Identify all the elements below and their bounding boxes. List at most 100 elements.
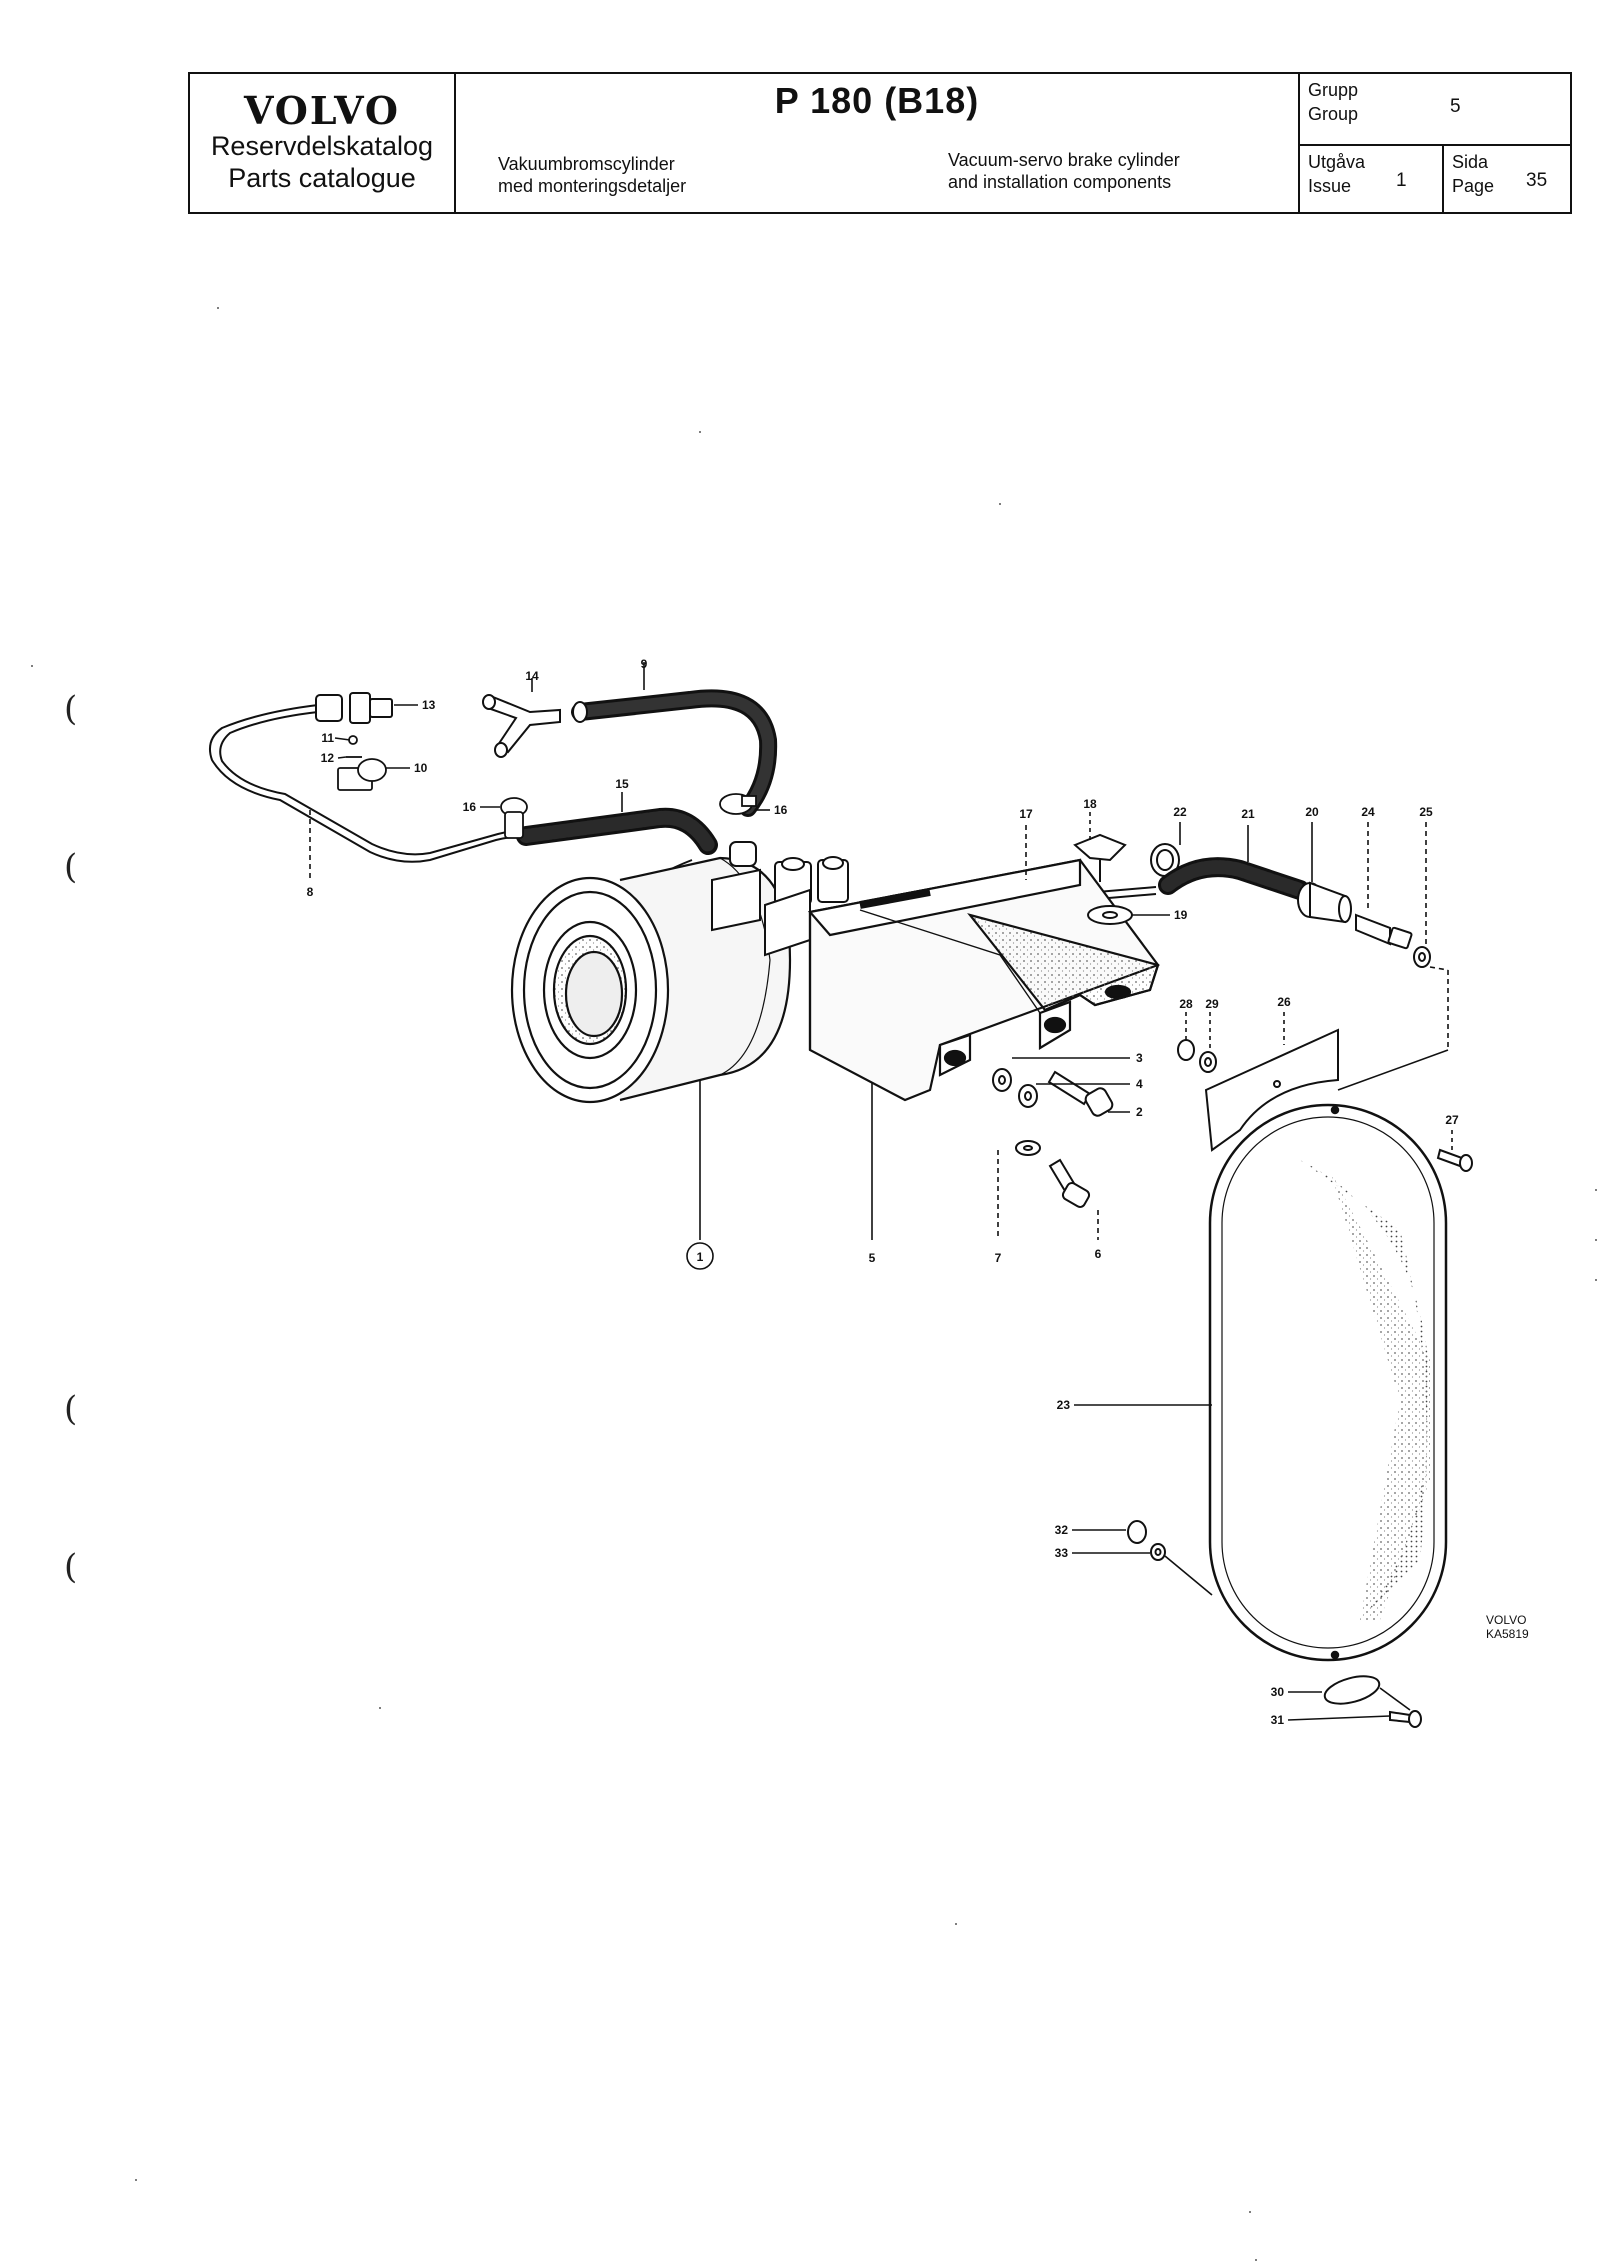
drawing-reference: VOLVO KA5819 <box>1486 1613 1529 1641</box>
issue-value: 1 <box>1396 170 1407 191</box>
callout-2: 2 <box>1136 1105 1143 1119</box>
washer-33 <box>1150 1543 1166 1561</box>
callout-10: 10 <box>414 761 428 775</box>
leader-lines <box>309 662 1453 1721</box>
callout-9: 9 <box>641 657 648 671</box>
callout-11: 11 <box>321 731 334 745</box>
group-label-en: Group <box>1308 104 1359 124</box>
callout-25: 25 <box>1419 805 1433 819</box>
bracket-5 <box>807 858 1160 1102</box>
issue-label-sv: Utgåva <box>1308 152 1366 172</box>
callout-12: 12 <box>321 751 335 765</box>
nut-28 <box>1177 1039 1195 1061</box>
callout-27: 27 <box>1445 1113 1459 1127</box>
scan-specks <box>31 307 1597 2261</box>
callout-23: 23 <box>1057 1398 1071 1412</box>
clamp-22 <box>1150 843 1180 877</box>
group-cell: Grupp Group 5 <box>1300 74 1570 146</box>
group-value: 5 <box>1450 96 1461 117</box>
y-connector-14 <box>482 694 561 758</box>
hose-15 <box>516 807 718 855</box>
callout-19: 19 <box>1174 908 1188 922</box>
washer-4 <box>1018 1084 1038 1108</box>
hose-9 <box>571 689 778 817</box>
issue-label-en: Issue <box>1308 176 1352 196</box>
callout-26: 26 <box>1277 995 1291 1009</box>
page-cell: Sida Page 35 <box>1444 146 1570 212</box>
callout-29: 29 <box>1205 997 1219 1011</box>
issue-page-row: Utgåva Issue 1 Sida Page 35 <box>1300 146 1570 212</box>
page-label-sv: Sida <box>1452 152 1489 172</box>
callout-33: 33 <box>1055 1546 1069 1560</box>
vacuum-line-8 <box>209 704 539 863</box>
catalog-title-en: Parts catalogue <box>228 163 416 193</box>
model-title: P 180 (B18) <box>774 80 980 121</box>
callout-28: 28 <box>1179 997 1193 1011</box>
screw-31 <box>1389 1710 1422 1728</box>
clip-18 <box>1073 833 1127 882</box>
header-block: VOLVO Reservdelskatalog Parts catalogue … <box>188 72 1572 214</box>
description-en-line2: and installation components <box>948 171 1172 192</box>
washer-29 <box>1199 1051 1217 1073</box>
callout-14: 14 <box>525 669 539 683</box>
vacuum-tank-23 <box>1208 1103 1448 1662</box>
callout-16b: 16 <box>774 803 788 817</box>
nut-32 <box>1127 1520 1147 1544</box>
brand-cell: VOLVO Reservdelskatalog Parts catalogue <box>190 74 456 212</box>
washer-3 <box>992 1068 1012 1092</box>
svg-text:(: ( <box>64 847 77 887</box>
washer-19 <box>1087 905 1133 925</box>
group-label-sv: Grupp <box>1308 80 1359 100</box>
callout-15: 15 <box>615 777 629 791</box>
callout-7: 7 <box>995 1251 1002 1265</box>
connector-13 <box>315 692 393 724</box>
bracket-26 <box>1204 1028 1339 1152</box>
reference-brand: VOLVO <box>1486 1613 1526 1627</box>
bolt-6 <box>1048 1158 1091 1208</box>
valve-20 <box>1297 881 1352 924</box>
callout-21: 21 <box>1241 807 1255 821</box>
callout-32: 32 <box>1055 1523 1069 1537</box>
callout-3: 3 <box>1136 1051 1143 1065</box>
washer-25 <box>1413 946 1431 968</box>
svg-text:(: ( <box>64 1547 77 1587</box>
hose-clamp-16a <box>500 797 528 839</box>
callout-24: 24 <box>1361 805 1375 819</box>
callout-30: 30 <box>1271 1685 1285 1699</box>
callout-13: 13 <box>422 698 436 712</box>
reference-code: KA5819 <box>1486 1627 1529 1641</box>
bolt-2 <box>1047 1070 1114 1117</box>
screw-27 <box>1436 1148 1473 1172</box>
strap-30 <box>1323 1675 1381 1705</box>
title-cell: P 180 (B18) Vakuumbromscylinder med mont… <box>456 74 1300 212</box>
nipple-24 <box>1355 913 1413 950</box>
hose-21 <box>1158 857 1310 900</box>
description-sv-line1: Vakuumbromscylinder <box>498 154 675 174</box>
description-sv-line2: med monteringsdetaljer <box>498 175 687 196</box>
callout-4: 4 <box>1136 1077 1143 1091</box>
binder-marks: ( ( ( ( <box>64 689 77 1587</box>
callout-31: 31 <box>1271 1713 1285 1727</box>
description-en: Vacuum-servo brake cylinder and installa… <box>948 150 1180 193</box>
svg-text:(: ( <box>64 689 77 729</box>
callout-8: 8 <box>307 885 314 899</box>
meta-cell: Grupp Group 5 Utgåva Issue 1 Sida Page 3… <box>1300 74 1570 212</box>
part-number-labels: 1 2 3 4 5 6 7 8 9 10 11 12 13 14 15 16 1… <box>307 657 1459 1727</box>
clip-10-12 <box>337 735 387 791</box>
page-value: 35 <box>1526 170 1548 191</box>
callout-18: 18 <box>1083 797 1097 811</box>
callout-17: 17 <box>1019 807 1033 821</box>
callout-1: 1 <box>697 1250 704 1264</box>
callout-5: 5 <box>869 1251 876 1265</box>
volvo-logo: VOLVO <box>243 87 401 133</box>
catalog-title-sv: Reservdelskatalog <box>210 130 434 161</box>
page-label-en: Page <box>1452 176 1495 196</box>
callout-16a: 16 <box>463 800 477 814</box>
callout-22: 22 <box>1173 805 1187 819</box>
description-en-line1: Vacuum-servo brake cylinder <box>948 150 1180 170</box>
washer-7 <box>1015 1140 1041 1156</box>
svg-text:(: ( <box>64 1389 77 1429</box>
callout-20: 20 <box>1305 805 1319 819</box>
callout-6: 6 <box>1095 1247 1102 1261</box>
